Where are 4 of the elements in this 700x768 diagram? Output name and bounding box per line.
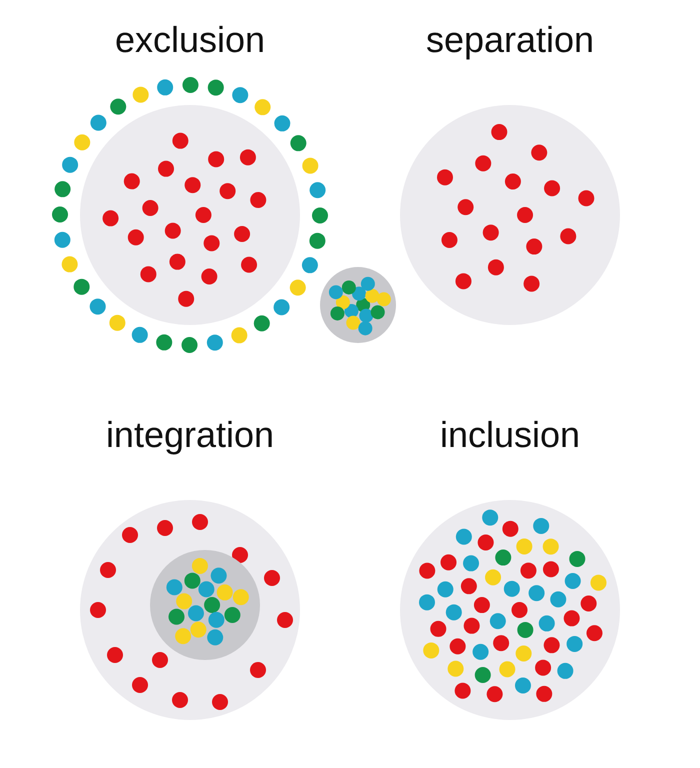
panel-title: integration	[104, 413, 276, 457]
panel-title: exclusion	[114, 18, 266, 62]
panel-title: inclusion	[438, 413, 582, 457]
panel-title: separation	[424, 18, 596, 62]
